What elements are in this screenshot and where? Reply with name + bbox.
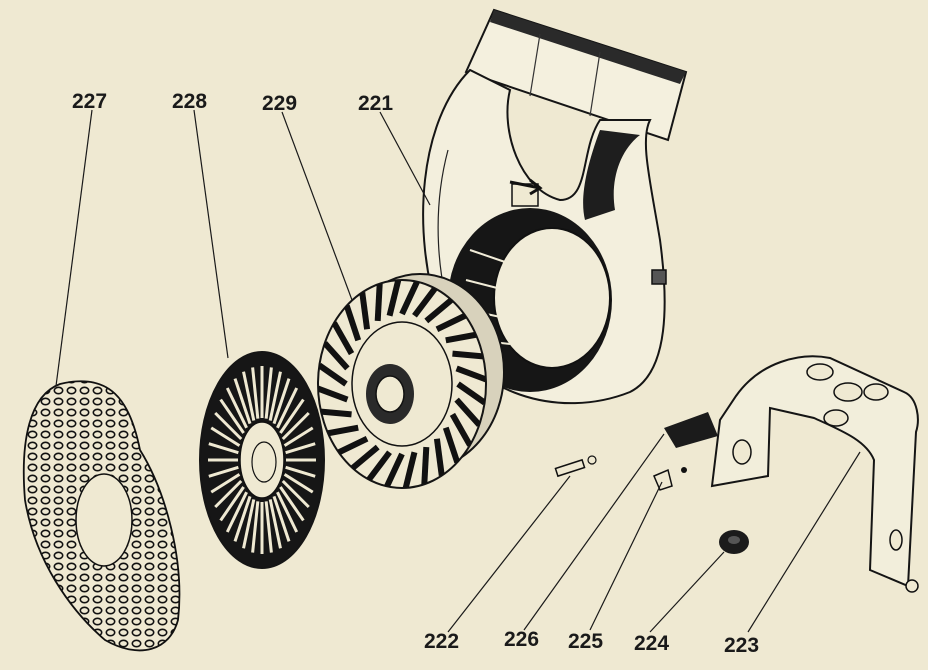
spoke [242,499,256,549]
callout-227: 227 [72,90,107,113]
spoke [219,486,245,522]
spoke [264,501,273,553]
spoke [233,495,252,542]
spoke [268,371,282,421]
spoke [225,491,248,533]
spoke [268,499,282,549]
plate-226 [664,412,718,448]
callout-222: 222 [424,630,459,653]
spoke [251,367,260,419]
fin [435,312,467,332]
fin [445,331,477,344]
fin [337,436,369,456]
fin [449,412,473,447]
fin [399,280,420,316]
fin [359,292,371,330]
fin [442,426,461,464]
leader-lines [55,109,861,633]
fin [327,424,359,437]
spoke [283,473,314,494]
fin [374,283,383,322]
spoke [285,442,316,455]
spoke [264,367,273,419]
spoke [242,371,256,421]
grommet-224 [719,530,749,554]
fin [421,446,430,485]
spoke [272,378,291,425]
spoke [276,491,299,533]
fin [320,408,352,418]
fin [424,297,454,324]
fin [412,286,438,318]
spoke [210,426,241,447]
spoke [283,426,314,447]
fin [386,280,402,317]
callout-223: 223 [724,634,759,657]
fin [366,450,392,482]
spoke [233,378,252,425]
callout-224: 224 [634,632,669,655]
grille-disc [199,351,325,569]
spoke [285,465,316,478]
fin [452,350,484,360]
fin [402,451,418,488]
callout-226: 226 [504,628,539,651]
callout-labels: 227 228 229 221 222 226 225 224 223 [72,90,759,657]
callout-228: 228 [172,90,207,113]
callout-221: 221 [358,92,393,115]
spoke [214,411,243,441]
fan-flywheel [317,273,505,489]
spoke [276,387,299,429]
fin [433,438,445,476]
spoke [225,387,248,429]
spoke [279,398,305,434]
perforated-screen [22,380,181,652]
mounting-bracket [710,355,919,593]
spoke [208,442,239,455]
spoke [208,465,239,478]
spoke [214,479,243,509]
fin [322,341,350,371]
spoke [281,411,310,441]
fin [331,321,355,356]
spoke [272,495,291,542]
spoke [210,473,241,494]
fin [318,385,349,403]
callout-225: 225 [568,630,603,653]
clip-225 [653,467,687,491]
fin [384,452,405,488]
screw-222 [554,455,597,478]
fin [456,381,486,406]
spoke [281,479,310,509]
fin [454,397,482,427]
fin [455,365,486,383]
fin [350,444,380,471]
spoke [279,486,305,522]
spoke [219,398,245,434]
spoke [251,501,260,553]
callout-229: 229 [262,92,297,115]
fin [343,304,362,342]
fin [318,362,348,387]
